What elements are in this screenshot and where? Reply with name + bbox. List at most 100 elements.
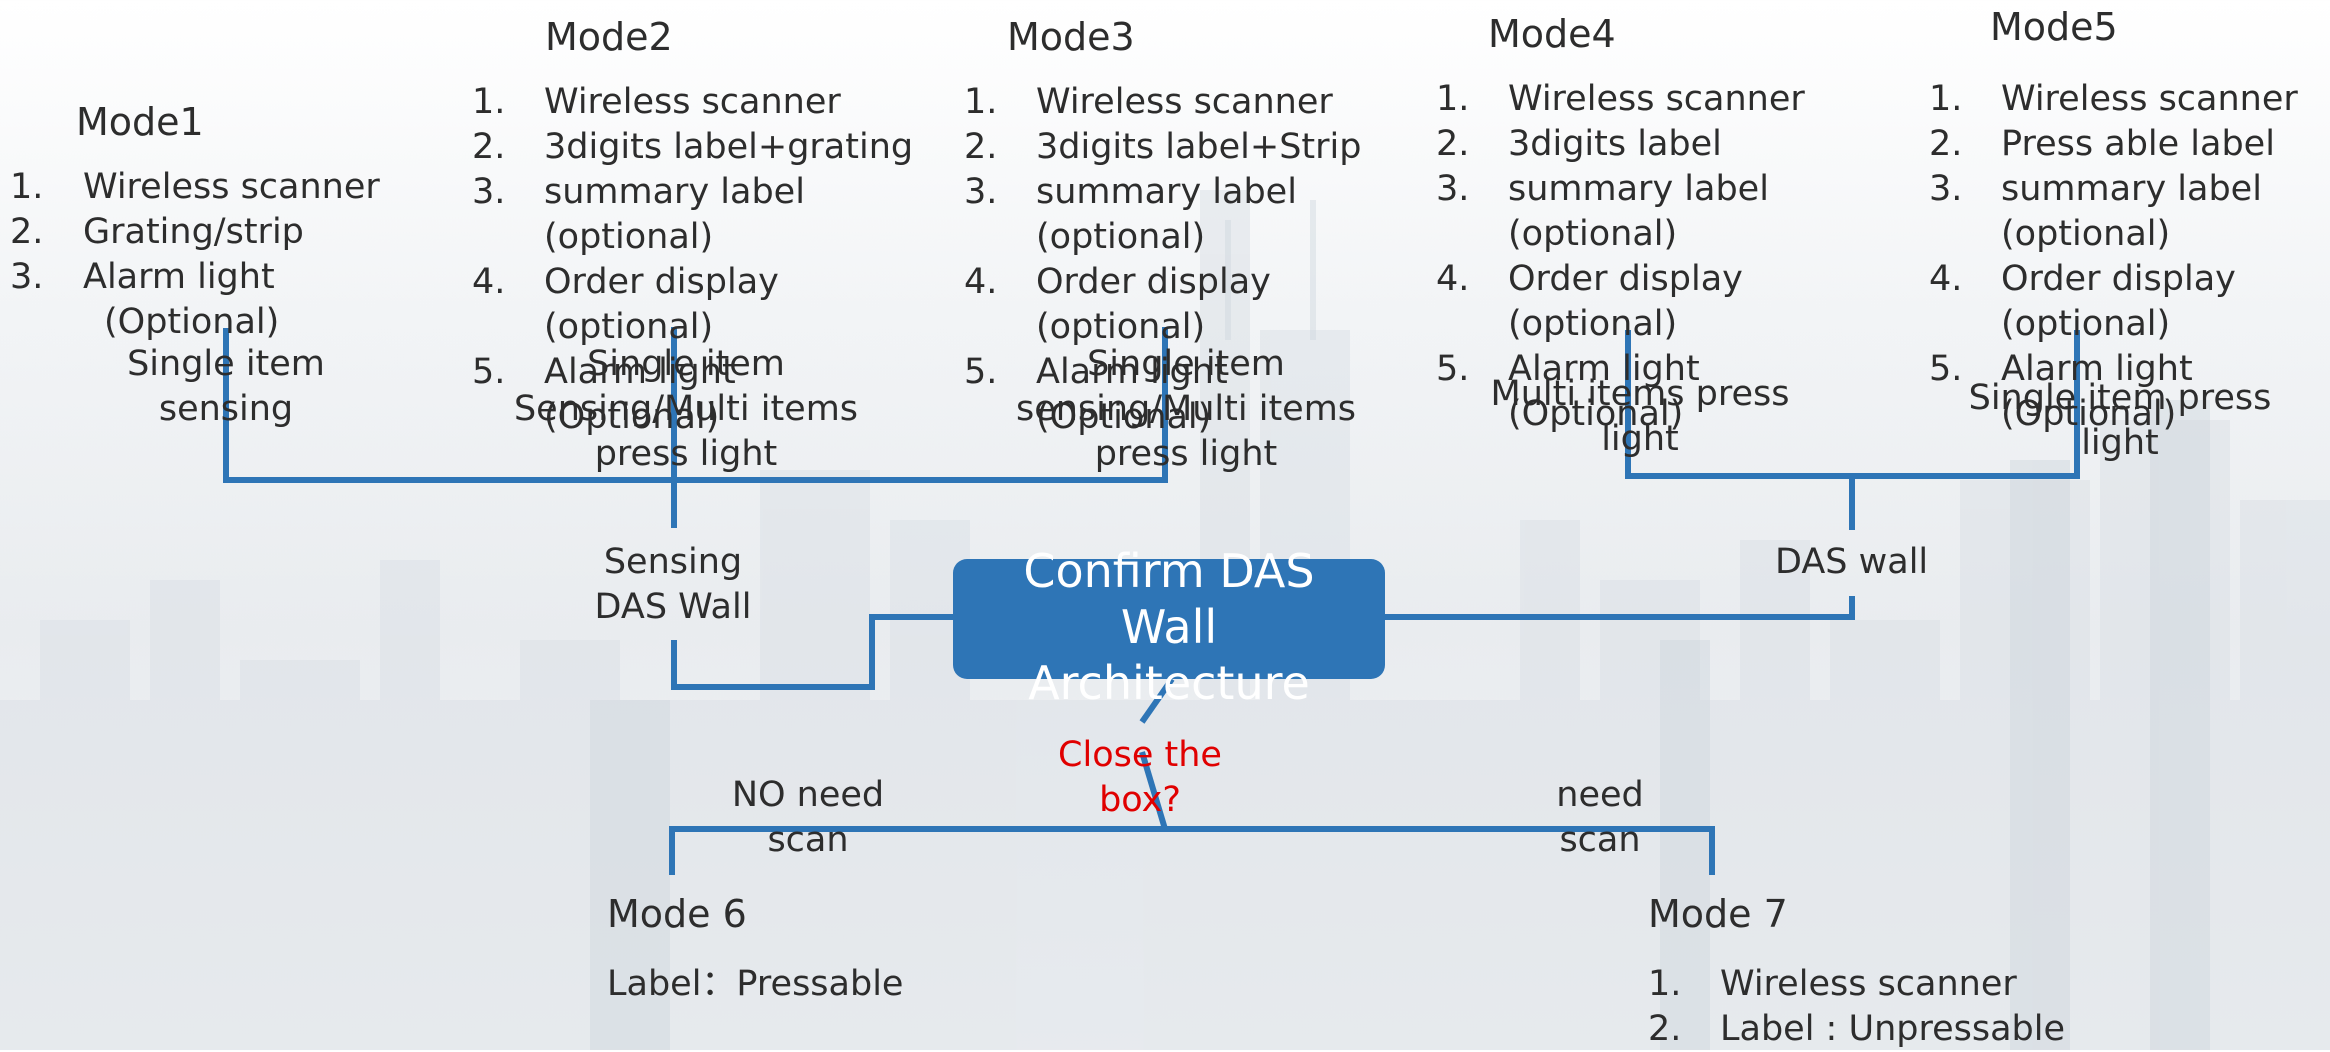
mode3-caption-line-3: press light — [1094, 434, 1278, 474]
mode4-caption-line-2: light — [1601, 419, 1679, 459]
mode4-item-1: 1. Wireless scanner — [1436, 77, 1816, 122]
mode3-item-2-text: 3digits label+Strip — [1036, 127, 1362, 167]
mode3-item-4-number: 4. — [964, 262, 998, 302]
question-line-2: box? — [1099, 780, 1181, 820]
mode4-title: Mode4 — [1488, 12, 1616, 56]
hub-to-question-connector — [1139, 677, 1175, 724]
mode1-item-1-text: Wireless scanner — [83, 167, 380, 207]
das-wall-to-hub-connector — [1385, 596, 1855, 620]
mode2-item-4-text: Order display (optional) — [544, 262, 779, 347]
mode5-item-2-number: 2. — [1929, 124, 1963, 164]
mode7-item-1-number: 1. — [1648, 964, 1682, 1004]
mode4-item-3-text: summary label (optional) — [1508, 169, 1769, 254]
mode2-item-4-number: 4. — [472, 262, 506, 302]
mode2-item-5-number: 5. — [472, 352, 506, 392]
das-wall-label: DAS wall — [1775, 542, 1929, 582]
mode3-item-4-text: Order display (optional) — [1036, 262, 1271, 347]
mode2-item-2: 2. 3digits label+grating — [472, 125, 932, 170]
mode4-item-5: 5.Alarm light (Optional) — [1436, 347, 1808, 437]
mode3-item-1-number: 1. — [964, 82, 998, 122]
mode4-item-2-number: 2. — [1436, 124, 1470, 164]
mode1-item-3-text: Alarm light — [83, 257, 275, 297]
question-line-1: Close the — [1058, 735, 1222, 775]
mode7-item-2: 2. Label : Unpressable — [1648, 1007, 2248, 1052]
no-need-scan-line-1: NO need — [731, 775, 885, 815]
mode2-item-3: 3.summary label (optional) — [472, 170, 844, 260]
mode3-caption: Single item sensing/Multi items press li… — [1000, 342, 1372, 477]
mode2-item-2-text: 3digits label+grating — [544, 127, 914, 167]
no-need-scan-label: NO need scan — [710, 773, 906, 863]
mode2-list: 1. Wireless scanner 2. 3digits label+grati… — [472, 80, 932, 440]
mode5-item-2: 2. Press able label — [1929, 122, 2309, 167]
mode7-item-1: 1. Wireless scanner — [1648, 962, 2248, 1007]
mode3-item-5-text: Alarm light (Optional) — [1036, 352, 1228, 437]
mode3-item-5-number: 5. — [964, 352, 998, 392]
mode4-caption-line-1: Multi items press — [1490, 374, 1790, 414]
mode5-item-4-text: Order display (optional) — [2001, 259, 2236, 344]
mode3-list: 1. Wireless scanner 2. 3digits label+Strip… — [964, 80, 1384, 440]
mode4-item-3-number: 3. — [1436, 169, 1470, 209]
mode3-item-2-number: 2. — [964, 127, 998, 167]
mode5-item-5: 5. Alarm light (Optional) — [1929, 347, 2301, 437]
mode7-title: Mode 7 — [1648, 892, 1788, 936]
sensing-das-wall-line-2: DAS Wall — [594, 587, 752, 627]
mode1-title: Mode1 — [76, 100, 204, 144]
mode5-item-4: 4. Order display (optional) — [1929, 257, 2301, 347]
mode2-caption-line-1: Single item — [587, 344, 785, 384]
mode5-item-3-number: 3. — [1929, 169, 1963, 209]
mode4-item-1-text: Wireless scanner — [1508, 79, 1805, 119]
mode2-item-3-number: 3. — [472, 172, 506, 212]
mode6-label: Label：Pressable — [607, 964, 904, 1004]
mode1-caption-line-1: Single item — [127, 344, 325, 384]
mode5-item-3-text: summary label (optional) — [2001, 169, 2262, 254]
mode5-item-2-text: Press able label — [2001, 124, 2275, 164]
mode3-item-1-text: Wireless scanner — [1036, 82, 1333, 122]
mode1-item-3-number: 3. — [10, 257, 44, 297]
mode5-item-1-text: Wireless scanner — [2001, 79, 2298, 119]
mode3-item-2: 2. 3digits label+Strip — [964, 125, 1384, 170]
sensing-das-wall-line-1: Sensing — [603, 542, 743, 582]
mode5-item-5-number: 5. — [1929, 349, 1963, 389]
mode2-item-1-text: Wireless scanner — [544, 82, 841, 122]
mode2-title: Mode2 — [545, 15, 673, 59]
mode2-item-2-number: 2. — [472, 127, 506, 167]
mode1-caption: Single item sensing — [100, 342, 352, 432]
mode3-item-5: 5. Alarm light (Optional) — [964, 350, 1336, 440]
mode2-item-5: 5.Alarm light (Optional) — [472, 350, 844, 440]
mode1-item-1-number: 1. — [10, 167, 44, 207]
mode7-item-1-text: Wireless scanner — [1720, 964, 2017, 1004]
mode7-item-2-number: 2. — [1648, 1009, 1682, 1049]
mode4-item-5-number: 5. — [1436, 349, 1470, 389]
mode2-caption-line-2: Sensing/Multi items — [513, 389, 859, 429]
mode4-item-3: 3. summary label (optional) — [1436, 167, 1808, 257]
mode5-item-4-number: 4. — [1929, 259, 1963, 299]
question-to-scan-connector — [1139, 751, 1168, 830]
mode1-optional-note: (Optional) — [104, 302, 280, 342]
mode3-item-3-text: summary label (optional) — [1036, 172, 1297, 257]
sensing-to-hub-connector — [671, 614, 953, 690]
confirm-das-wall-architecture-box: Confirm DAS Wall Architecture — [953, 544, 1385, 710]
mode2-item-4: 4. Order display (optional) — [472, 260, 844, 350]
mode3-caption-line-1: Single item — [1087, 344, 1285, 384]
mode1-caption-line-2: sensing — [158, 389, 294, 429]
close-the-box-question: Close the box? — [1040, 733, 1240, 823]
hub-label-line-1: Confirm DAS — [1023, 544, 1315, 598]
mode2-item-1-number: 1. — [472, 82, 506, 122]
mode5-item-1: 1. Wireless scanner — [1929, 77, 2309, 122]
mode5-title: Mode5 — [1990, 5, 2118, 49]
mode5-caption: Single item press light — [1960, 376, 2280, 466]
mode3-item-3: 3.summary label (optional) — [964, 170, 1336, 260]
need-scan-line-1: need — [1556, 775, 1644, 815]
mode5-item-1-number: 1. — [1929, 79, 1963, 119]
mode5-caption-line-1: Single item press — [1968, 378, 2272, 418]
hub-label-line-2: Wall — [1120, 600, 1218, 654]
mode4-item-1-number: 1. — [1436, 79, 1470, 119]
mode2-caption-line-3: press light — [594, 434, 778, 474]
mode5-item-3: 3. summary label (optional) — [1929, 167, 2301, 257]
mode5-item-5-text: Alarm light (Optional) — [2001, 349, 2193, 434]
mode7-item-2-text: Label : Unpressable — [1720, 1009, 2066, 1049]
hub-label-line-3: Architecture — [1028, 656, 1310, 710]
